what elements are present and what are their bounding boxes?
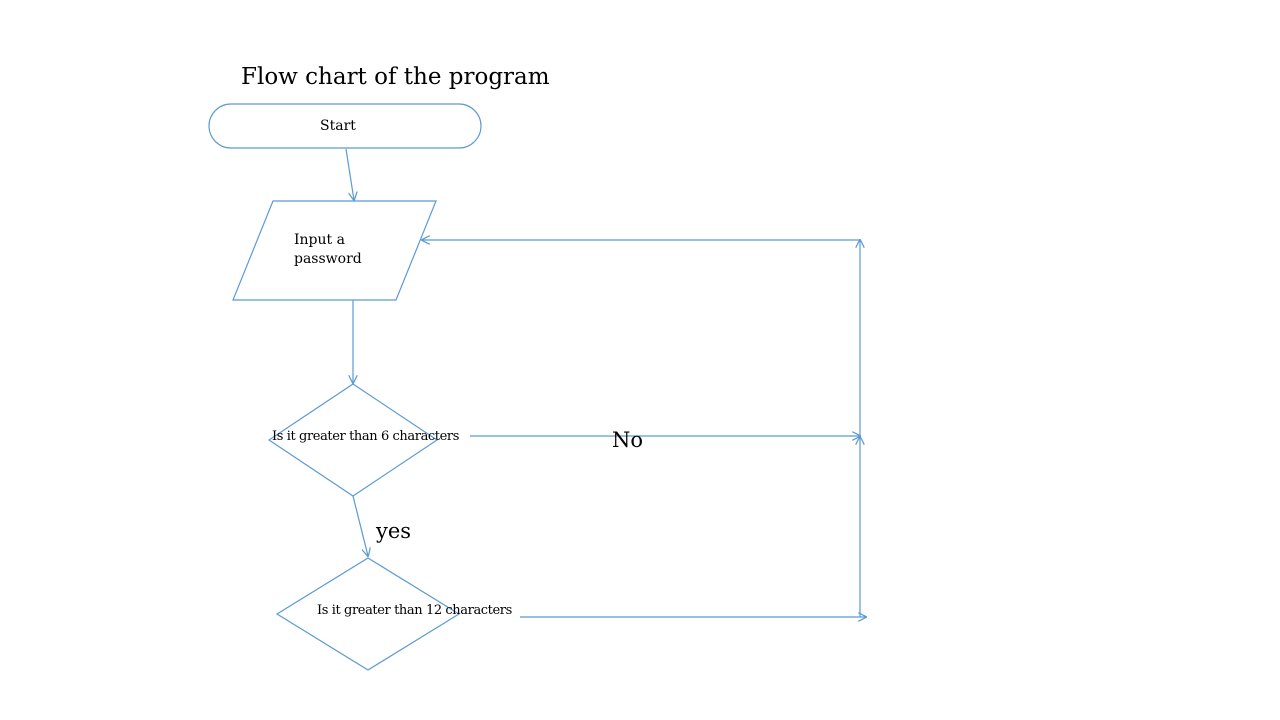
input-label-line-2: password [294,251,362,267]
decision-6-label: Is it greater than 6 characters [272,429,459,444]
decision-6-node: Is it greater than 6 characters [267,383,459,497]
decision-12-node: Is it greater than 12 characters [275,557,512,671]
chart-title: Flow chart of the program [241,64,550,90]
start-label: Start [320,118,356,134]
no-edge-label: No [612,428,643,452]
edge-start-to-input [345,148,354,200]
edge-decision-6-yes [352,495,368,556]
input-parallelogram-shape [232,200,437,301]
input-label-line-1: Input a [294,232,345,248]
input-node: Input a password [232,200,437,301]
decision-12-diamond-shape [275,557,461,671]
start-node: Start [208,103,482,149]
start-terminator-shape [208,103,482,149]
decision-12-label: Is it greater than 12 characters [317,603,512,618]
yes-edge-label: yes [375,519,411,543]
